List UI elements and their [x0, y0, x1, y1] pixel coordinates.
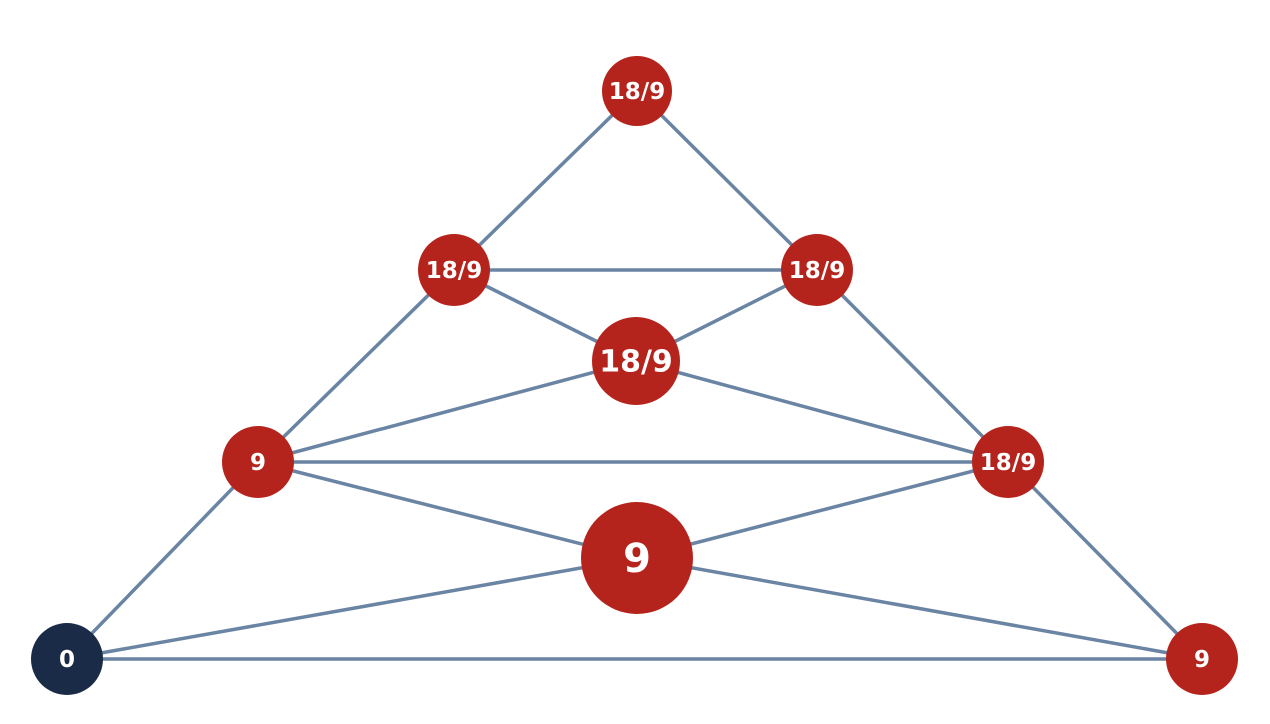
- node-circle-center-lower: [581, 502, 693, 614]
- edge-mid-right-bottom-right: [1006, 460, 1204, 661]
- edge-top-upper-right: [635, 89, 819, 272]
- node-label-bottom-right: 9: [1194, 647, 1210, 673]
- edge-mid-left-center-lower: [256, 460, 639, 560]
- edge-center-upper-mid-left: [256, 359, 638, 464]
- node-circle-center-upper: [592, 317, 680, 405]
- node-upper-right: 18/9: [781, 234, 853, 306]
- edge-center-upper-mid-right: [634, 359, 1010, 464]
- node-label-center-upper: 18/9: [599, 345, 673, 380]
- edge-mid-left-bottom-left: [65, 460, 260, 661]
- node-top: 18/9: [602, 56, 672, 126]
- edge-top-upper-left: [452, 89, 639, 272]
- node-circle-upper-right: [781, 234, 853, 306]
- node-circle-bottom-right: [1166, 623, 1238, 695]
- node-label-mid-right: 18/9: [980, 450, 1036, 476]
- edge-mid-right-center-lower: [635, 460, 1010, 560]
- edge-upper-right-mid-right: [815, 268, 1010, 464]
- edges-layer: [65, 89, 1204, 661]
- node-bottom-right: 9: [1166, 623, 1238, 695]
- node-circle-mid-right: [972, 426, 1044, 498]
- nodes-layer: 18/9 18/9 18/9 18/9 9 18/9 9 0 9: [31, 56, 1238, 695]
- node-center-lower: 9: [581, 502, 693, 614]
- node-label-center-lower: 9: [623, 536, 651, 582]
- node-label-mid-left: 9: [250, 450, 266, 476]
- node-label-top: 18/9: [609, 79, 665, 105]
- node-circle-mid-left: [222, 426, 294, 498]
- edge-bottom-left-center-lower: [65, 556, 639, 661]
- edge-upper-left-mid-left: [256, 268, 456, 464]
- node-mid-left: 9: [222, 426, 294, 498]
- node-label-bottom-left: 0: [59, 647, 75, 673]
- node-label-upper-right: 18/9: [789, 258, 845, 284]
- edge-center-lower-bottom-right: [635, 556, 1204, 661]
- node-label-upper-left: 18/9: [426, 258, 482, 284]
- node-upper-left: 18/9: [418, 234, 490, 306]
- node-circle-upper-left: [418, 234, 490, 306]
- node-bottom-left: 0: [31, 623, 103, 695]
- node-center-upper: 18/9: [592, 317, 680, 405]
- node-mid-right: 18/9: [972, 426, 1044, 498]
- node-circle-bottom-left: [31, 623, 103, 695]
- node-circle-top: [602, 56, 672, 126]
